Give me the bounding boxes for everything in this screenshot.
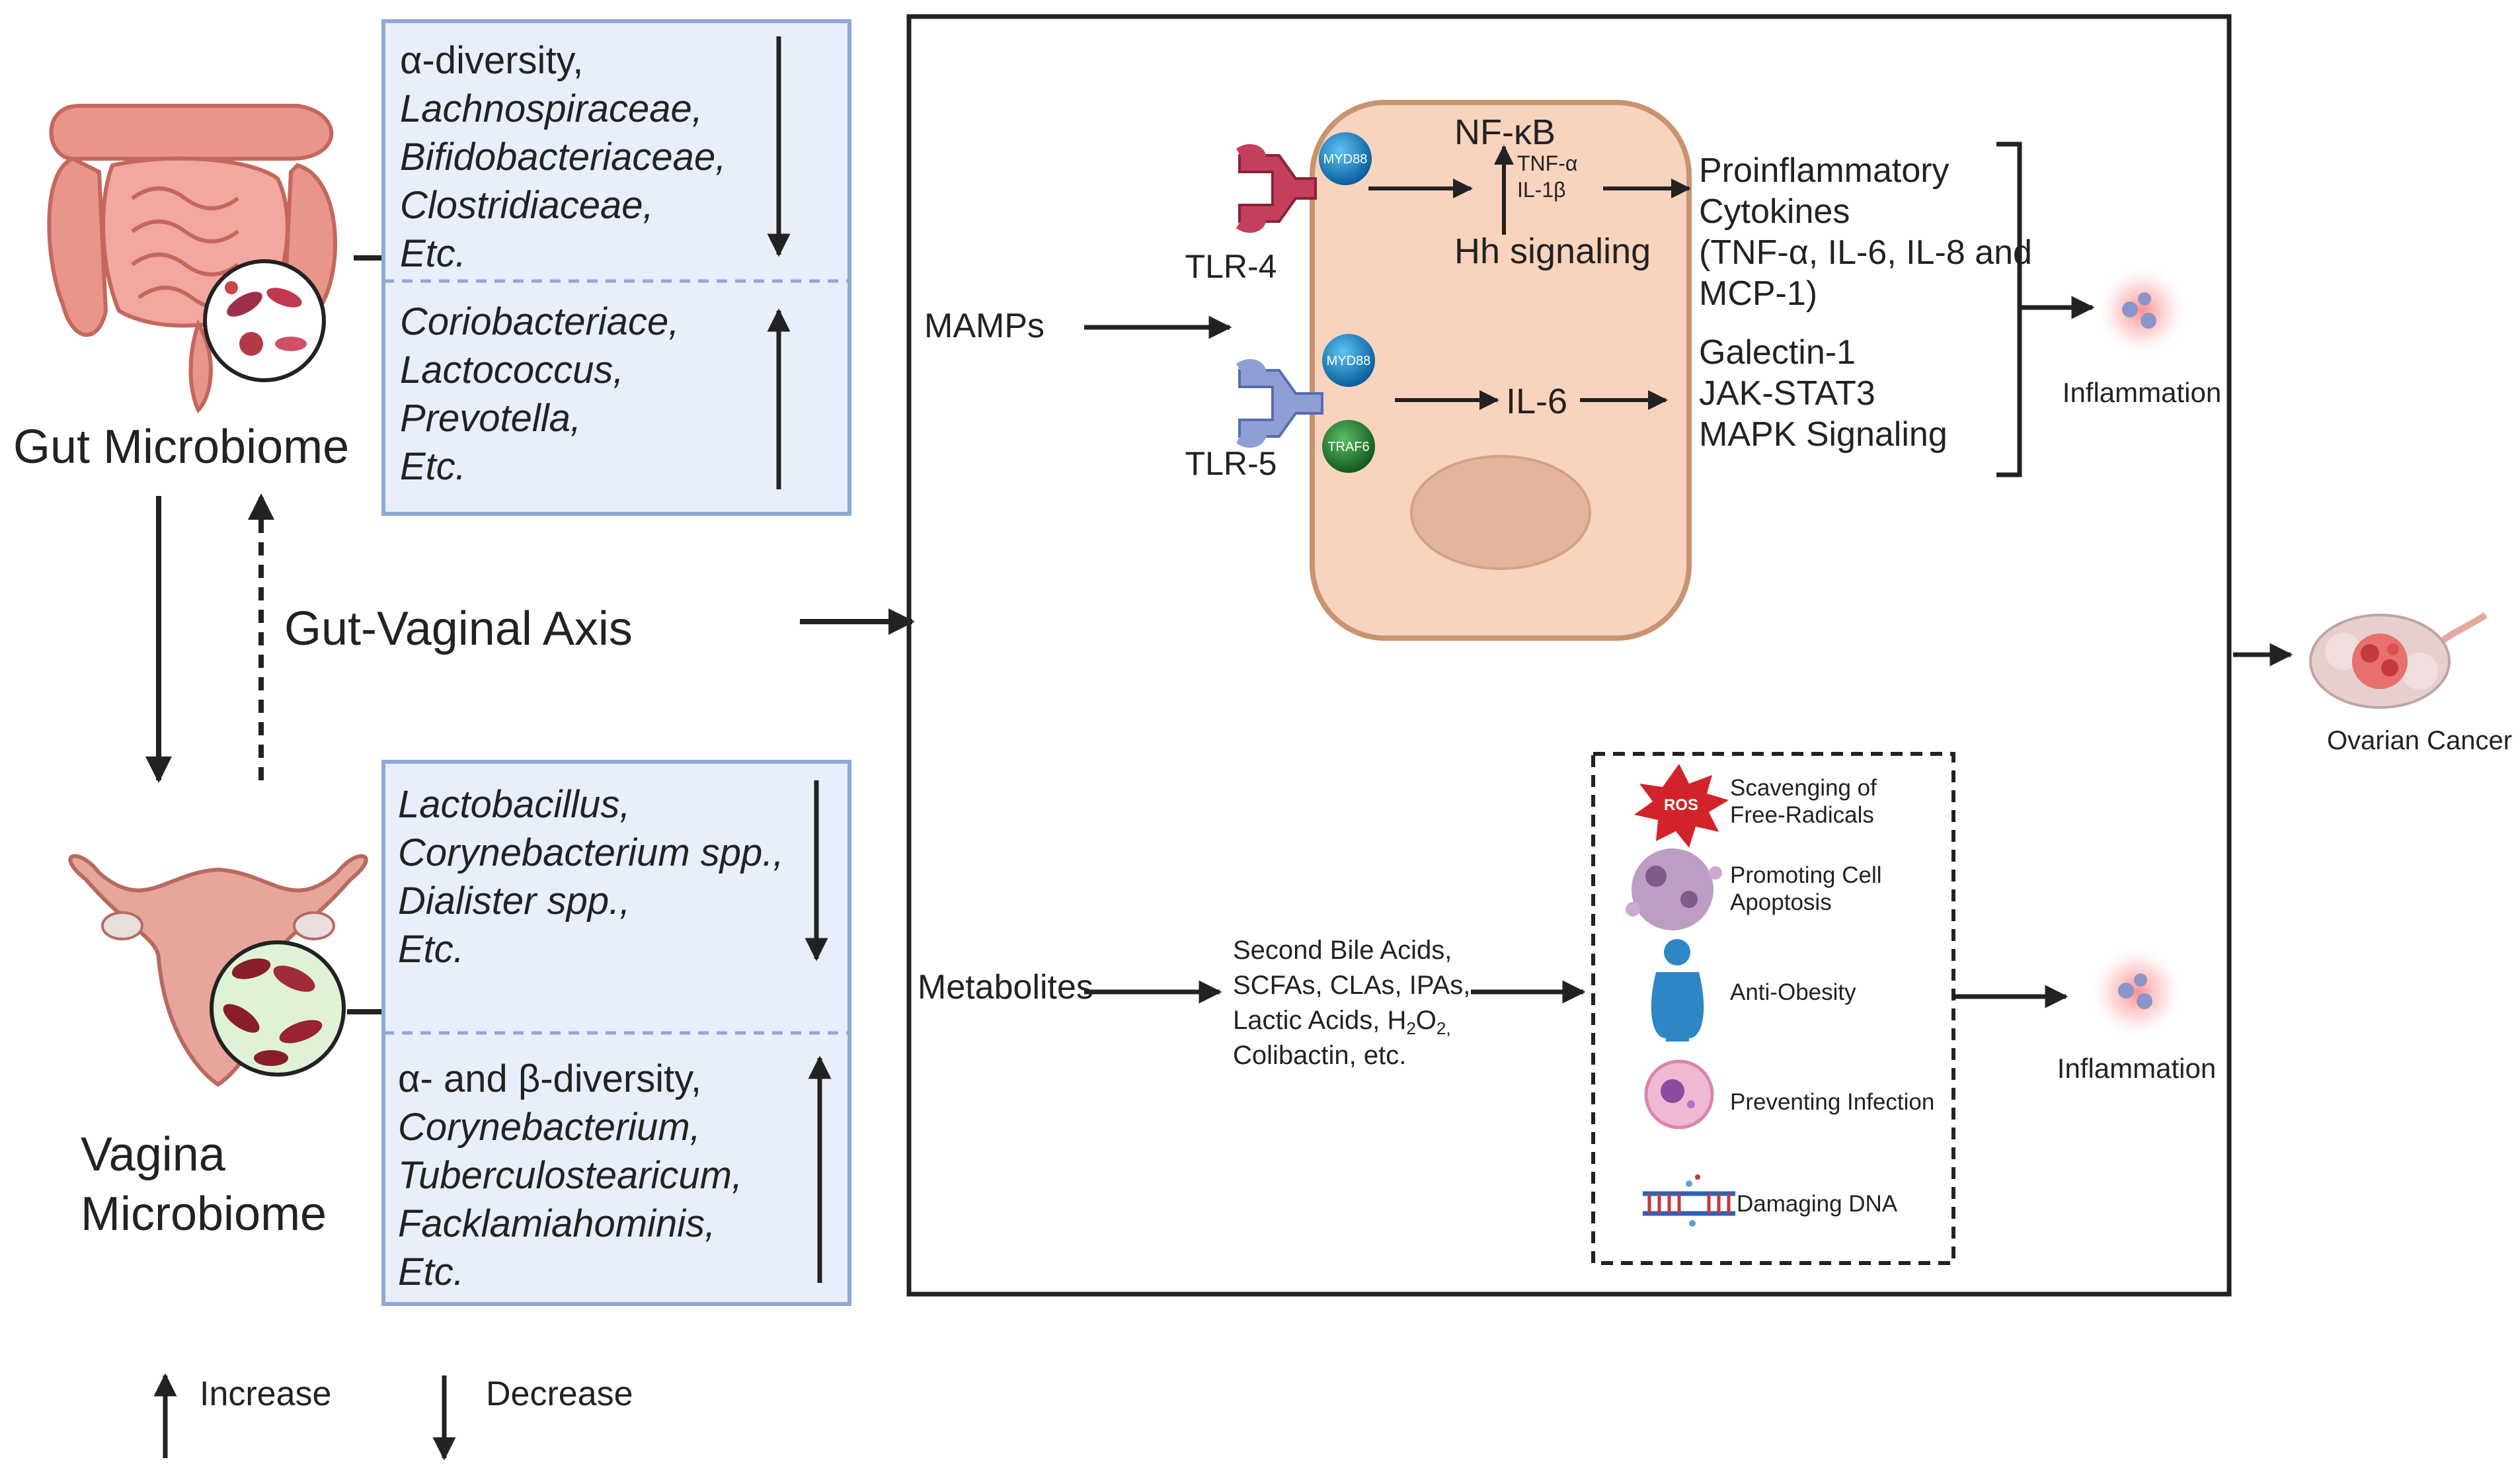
galectin-text: Galectin-1 JAK-STAT3 MAPK Signaling — [1699, 333, 1948, 454]
gut-decrease-list: α-diversity, Lachnospiraceae, Bifidobact… — [400, 36, 726, 278]
traf6-label: TRAF6 — [1327, 440, 1369, 454]
proinflammatory-text: Proinflammatory Cytokines (TNF-α, IL-6, … — [1699, 151, 2032, 313]
ros-label: ROS — [1664, 796, 1698, 814]
vagina-decrease-item: Lactobacillus, — [398, 783, 631, 826]
effect-scavenging-1: Scavenging of — [1730, 775, 1877, 801]
vagina-increase-item: Etc. — [398, 1250, 464, 1293]
dna-icon — [1643, 1174, 1735, 1227]
gut-decrease-item: Etc. — [400, 232, 466, 275]
myd88-tlr5 — [1322, 334, 1375, 387]
svg-text:Cytokines: Cytokines — [1699, 192, 1850, 231]
metabolite-list: Second Bile Acids, SCFAs, CLAs, IPAs, La… — [1233, 936, 1470, 1070]
vagina-increase-item: α- and β-diversity, — [398, 1057, 702, 1100]
ovarian-tumor-icon — [2309, 612, 2488, 709]
gut-decrease-item: Bifidobacteriaceae, — [400, 136, 727, 179]
vagina-label-line2: Microbiome — [81, 1188, 327, 1241]
infection-cell-icon — [1644, 1059, 1714, 1129]
il6-label: IL-6 — [1506, 382, 1567, 421]
tlr4-receptor — [1236, 143, 1317, 233]
svg-text:Second Bile Acids,: Second Bile Acids, — [1233, 936, 1452, 965]
gut-illustration — [47, 104, 337, 414]
pathway-bracket — [1996, 142, 2022, 477]
inflammation-icon-1 — [2096, 265, 2188, 357]
gut-decrease-item: Lachnospiraceae, — [400, 87, 703, 130]
vagina-decrease-item: Etc. — [398, 928, 464, 971]
gut-increase-item: Lactococcus, — [400, 348, 624, 391]
gut-increase-item: Coriobacteriace, — [400, 300, 680, 343]
tlr5-label: TLR-5 — [1185, 445, 1277, 482]
gut-increase-list: Coriobacteriace, Lactococcus, Prevotella… — [400, 298, 679, 491]
effect-damaging-dna: Damaging DNA — [1737, 1191, 1898, 1217]
legend-decrease-label: Decrease — [486, 1375, 633, 1413]
vagina-increase-list: α- and β-diversity, Corynebacterium, Tub… — [398, 1055, 742, 1296]
effect-apoptosis-1: Promoting Cell — [1730, 862, 1882, 888]
vagina-illustration — [68, 854, 368, 1087]
svg-text:Colibactin, etc.: Colibactin, etc. — [1233, 1041, 1406, 1070]
effect-scavenging-2: Free-Radicals — [1730, 802, 1874, 828]
tlr5-receptor — [1236, 358, 1323, 448]
svg-text:Lactic Acids, H2O2,: Lactic Acids, H2O2, — [1233, 1006, 1451, 1038]
effect-preventing-infection: Preventing Infection — [1730, 1089, 1934, 1115]
svg-text:Proinflammatory: Proinflammatory — [1699, 151, 1949, 190]
vagina-decrease-item: Corynebacterium spp., — [398, 831, 784, 874]
gut-microbe-circle — [203, 259, 326, 382]
ovarian-cancer-label: Ovarian Cancer — [2327, 726, 2512, 755]
mamps-label: MAMPs — [924, 307, 1044, 345]
vagina-decrease-list: Lactobacillus, Corynebacterium spp., Dia… — [398, 780, 783, 973]
gut-increase-item: Etc. — [400, 445, 466, 488]
myd88-label-1: MYD88 — [1323, 152, 1368, 167]
inflammation-icon-2 — [2089, 944, 2184, 1040]
traf6-ball — [1322, 420, 1375, 473]
legend-increase-label: Increase — [200, 1375, 331, 1413]
il1b-small-label: IL-1β — [1517, 178, 1566, 202]
svg-text:JAK-STAT3: JAK-STAT3 — [1699, 374, 1875, 413]
gut-microbiome-label: Gut Microbiome — [13, 421, 349, 473]
inflammation-label-1: Inflammation — [2063, 377, 2221, 408]
gut-vaginal-axis-label: Gut-Vaginal Axis — [284, 602, 633, 655]
svg-text:(TNF-α, IL-6, IL-8 and: (TNF-α, IL-6, IL-8 and — [1699, 233, 2032, 272]
ros-icon — [1634, 764, 1729, 848]
vagina-label-line1: Vagina — [81, 1128, 226, 1181]
tnfa-small-label: TNF-α — [1517, 151, 1577, 175]
gut-decrease-item: α-diversity, — [400, 39, 584, 82]
nfkb-label: NF-κB — [1454, 112, 1555, 152]
gut-change-box — [381, 19, 851, 516]
metabolites-label: Metabolites — [918, 968, 1093, 1006]
effect-apoptosis-2: Apoptosis — [1730, 889, 1832, 915]
svg-text:Galectin-1: Galectin-1 — [1699, 333, 1856, 372]
cell — [1310, 100, 1692, 641]
svg-text:SCFAs, CLAs, IPAs,: SCFAs, CLAs, IPAs, — [1233, 971, 1470, 1000]
svg-text:MAPK Signaling: MAPK Signaling — [1699, 415, 1948, 454]
effect-anti-obesity: Anti-Obesity — [1730, 979, 1856, 1005]
tlr4-label: TLR-4 — [1185, 248, 1277, 285]
effects-box — [1591, 752, 1955, 1265]
apoptosis-cell-icon — [1626, 848, 1722, 930]
myd88-tlr4 — [1319, 132, 1372, 185]
myd88-label-2: MYD88 — [1327, 354, 1371, 368]
vagina-increase-item: Tuberculostearicum, — [398, 1154, 743, 1197]
inflammation-label-2: Inflammation — [2057, 1053, 2216, 1084]
gut-decrease-item: Clostridiaceae, — [400, 184, 654, 227]
gut-increase-item: Prevotella, — [400, 397, 582, 440]
vagina-decrease-item: Dialister spp., — [398, 880, 631, 922]
vagina-increase-item: Facklamiahominis, — [398, 1202, 716, 1245]
person-obesity-icon — [1651, 939, 1704, 1042]
vagina-increase-item: Corynebacterium, — [398, 1106, 701, 1149]
cell-nucleus — [1410, 455, 1591, 570]
svg-text:MCP-1): MCP-1) — [1699, 274, 1817, 313]
hh-signaling-label: Hh signaling — [1454, 231, 1651, 271]
mechanism-panel — [906, 14, 2232, 1297]
